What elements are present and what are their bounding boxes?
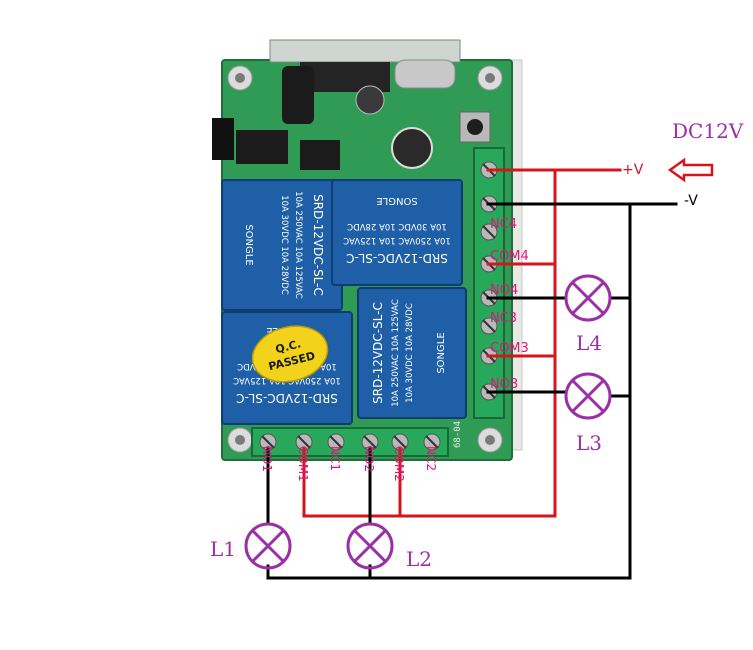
wiring — [266, 168, 678, 580]
lamp-l4-label: L4 — [576, 331, 602, 355]
lamp-feed-wires — [266, 296, 568, 526]
terminal-label-no4: NO4 — [490, 283, 518, 298]
inductor — [282, 66, 314, 124]
terminal-screw-icon — [295, 433, 313, 451]
bottom-terminal-block — [251, 427, 449, 457]
lamp-l2-icon — [346, 522, 394, 570]
terminal-label-nc1: NC1 — [328, 446, 342, 471]
relay-1-rating-1: 10A 250VAC 10A 125VAC — [293, 191, 303, 299]
terminal-label-no2: NO2 — [362, 446, 376, 472]
relay-2: SRD-12VDC-SL-C 10A 250VAC 10A 125VAC 10A… — [331, 179, 463, 286]
relay-3: SRD-12VDC-SL-C 10A 250VAC 10A 125VAC 10A… — [221, 311, 353, 425]
terminal-screw-icon — [327, 433, 345, 451]
capacitor — [355, 85, 385, 115]
qc-sticker-line1: Q.C. — [274, 337, 302, 356]
relay-2-model: SRD-12VDC-SL-C — [346, 251, 448, 265]
terminal-label-com1: COM1 — [296, 446, 310, 482]
negative-wires — [266, 202, 678, 580]
capacitor-large — [391, 127, 433, 169]
relay-4-rating-2: 10A 30VDC 10A 28VDC — [405, 303, 415, 403]
terminal-label-com2: COM2 — [392, 446, 406, 482]
learn-button[interactable] — [459, 111, 491, 143]
crystal — [394, 59, 456, 89]
terminal-screw-icon — [480, 317, 498, 335]
lamp-l1-label: L1 — [210, 537, 236, 561]
terminal-label-nc3: NC3 — [490, 311, 517, 326]
relay-2-brand: SONGLE — [376, 195, 417, 206]
terminal-screw-icon — [423, 433, 441, 451]
relay-4-brand: SONGLE — [436, 332, 447, 373]
qc-passed-sticker: Q.C. PASSED — [251, 325, 329, 383]
relay-1-brand: SONGLE — [243, 224, 254, 265]
voltage-label: DC12V — [672, 119, 744, 143]
terminal-label-no3: NO3 — [490, 377, 518, 392]
jumper-header — [212, 118, 234, 160]
lamp-l3-icon — [564, 372, 612, 420]
module-code: 68-04 — [453, 421, 463, 448]
terminal-label-nc4: NC4 — [490, 217, 517, 232]
positive-wires — [302, 168, 622, 518]
relay-3-model: SRD-12VDC-SL-C — [236, 391, 338, 405]
lamp-l4-icon — [564, 274, 612, 322]
terminal-label-no1: NO1 — [260, 446, 274, 472]
lamp-l3-label: L3 — [576, 431, 602, 455]
mounting-hole-icon — [227, 65, 503, 453]
rf-module — [269, 39, 461, 63]
positive-label: +V — [622, 162, 644, 178]
lamps — [244, 274, 612, 570]
relay-1: SRD-12VDC-SL-C 10A 250VAC 10A 125VAC 10A… — [221, 179, 343, 311]
relay-4-rating-1: 10A 250VAC 10A 125VAC — [391, 299, 401, 407]
relay-4: SRD-12VDC-SL-C 10A 250VAC 10A 125VAC 10A… — [357, 287, 467, 419]
negative-label: -V — [684, 193, 698, 209]
ic-chip — [236, 130, 288, 164]
terminal-label-com3: COM3 — [490, 341, 529, 356]
power-input: DC12V +V -V — [622, 119, 744, 209]
ic-chip-2 — [300, 140, 340, 170]
relay-4-model: SRD-12VDC-SL-C — [371, 302, 385, 404]
terminal-label-com4: COM4 — [490, 249, 529, 264]
terminal-screw-icon — [480, 223, 498, 241]
relay-2-rating-2: 10A 30VDC 10A 28VDC — [347, 221, 447, 231]
terminal-label-nc2: NC2 — [424, 446, 438, 471]
arrow-left-icon — [667, 157, 714, 183]
relay-1-rating-2: 10A 30VDC 10A 28VDC — [279, 195, 289, 295]
lamp-l1-icon — [244, 522, 292, 570]
relay-2-rating-1: 10A 250VAC 10A 125VAC — [343, 235, 451, 245]
relays: SRD-12VDC-SL-C 10A 250VAC 10A 125VAC 10A… — [221, 179, 467, 425]
lamp-l2-label: L2 — [406, 547, 432, 571]
relay-1-model: SRD-12VDC-SL-C — [311, 194, 325, 296]
